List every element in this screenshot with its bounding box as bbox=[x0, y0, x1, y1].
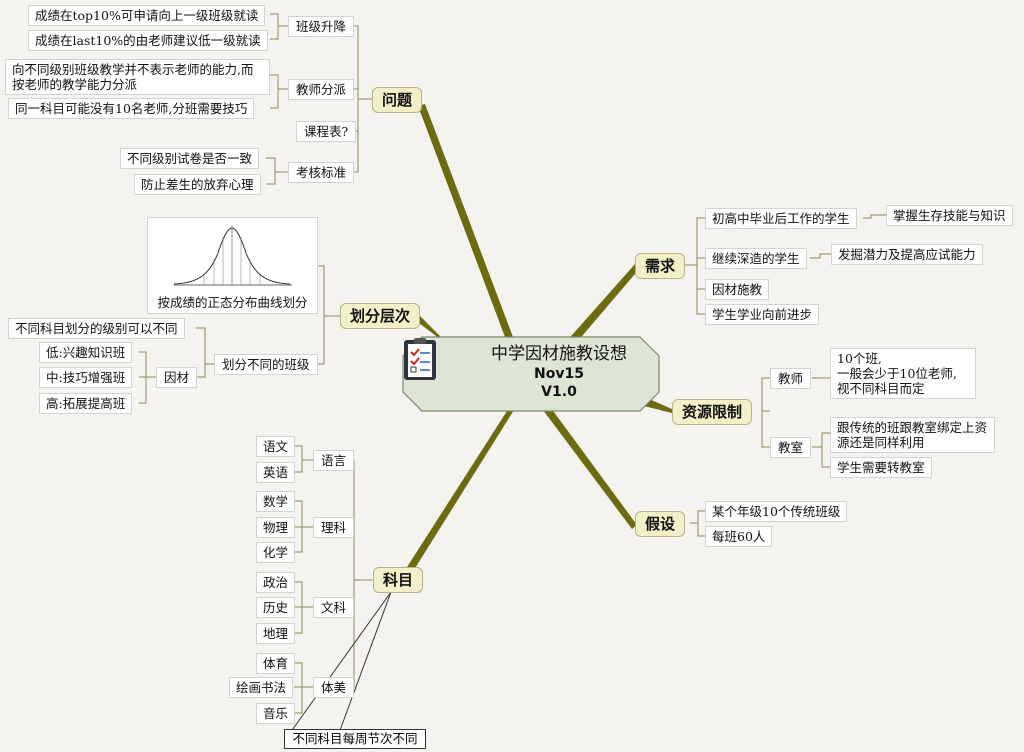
leaf-chemistry[interactable]: 化学 bbox=[256, 542, 296, 563]
branch-resources[interactable]: 资源限制 bbox=[672, 399, 753, 425]
leaf-music[interactable]: 音乐 bbox=[256, 703, 296, 724]
leaf-politics[interactable]: 政治 bbox=[256, 572, 296, 593]
topic-teachers[interactable]: 教师 bbox=[770, 368, 812, 389]
central-title: 中学因材施教设想 bbox=[491, 344, 627, 364]
central-version-date: Nov15 bbox=[534, 366, 584, 382]
trunk-needs bbox=[565, 264, 640, 349]
leaf-classroom-binding[interactable]: 跟传统的班跟教室绑定上资源还是同样利用 bbox=[830, 417, 995, 453]
leaf-teach-by-aptitude[interactable]: 因材施教 bbox=[705, 279, 770, 300]
leaf-math[interactable]: 数学 bbox=[256, 491, 296, 512]
leaf-ten-classes[interactable]: 某个年级10个传统班级 bbox=[705, 501, 848, 522]
central-topic-shape bbox=[402, 336, 660, 412]
topic-liberal-arts[interactable]: 文科 bbox=[313, 597, 355, 618]
leaf-survival-skills[interactable]: 掌握生存技能与知识 bbox=[886, 205, 1013, 226]
leaf-mid-level-class[interactable]: 中:技巧增强班 bbox=[39, 367, 133, 388]
leaf-subject-levels[interactable]: 不同科目划分的级别可以不同 bbox=[8, 318, 185, 339]
branch-needs[interactable]: 需求 bbox=[635, 253, 686, 279]
normal-curve-illustration bbox=[173, 225, 292, 286]
topic-pe-arts[interactable]: 体美 bbox=[313, 677, 355, 698]
topic-assessment[interactable]: 考核标准 bbox=[288, 162, 355, 183]
leaf-change-classrooms[interactable]: 学生需要转教室 bbox=[830, 457, 932, 478]
leaf-prevent-giving-up[interactable]: 防止差生的放弃心理 bbox=[134, 174, 261, 195]
leaf-class-size[interactable]: 每班60人 bbox=[705, 526, 773, 547]
topic-teacher-assign[interactable]: 教师分派 bbox=[288, 79, 355, 100]
leaf-teacher-count[interactable]: 同一科目可能没有10名老师,分班需要技巧 bbox=[8, 98, 255, 119]
leaf-low-level-class[interactable]: 低:兴趣知识班 bbox=[39, 342, 133, 363]
central-title-block: 中学因材施教设想 Nov15 V1.0 bbox=[464, 343, 654, 401]
leaf-history[interactable]: 历史 bbox=[256, 597, 296, 618]
leaf-exam-ability[interactable]: 发掘潜力及提高应试能力 bbox=[831, 244, 983, 265]
clipboard-checklist-icon bbox=[404, 338, 436, 380]
topic-different-classes[interactable]: 划分不同的班级 bbox=[214, 354, 318, 375]
topic-schedule[interactable]: 课程表? bbox=[296, 121, 357, 142]
leaf-teacher-constraint[interactable]: 10个班, 一般会少于10位老师, 视不同科目而定 bbox=[830, 348, 976, 399]
leaf-exam-papers[interactable]: 不同级别试卷是否一致 bbox=[120, 148, 260, 169]
leaf-physics[interactable]: 物理 bbox=[256, 517, 296, 538]
trunk-assumption bbox=[540, 404, 637, 529]
leaf-painting-calligraphy[interactable]: 绘画书法 bbox=[229, 677, 294, 698]
leaf-top10-upgrade[interactable]: 成绩在top10%可申请向上一级班级就读 bbox=[28, 5, 266, 26]
leaf-further-study[interactable]: 继续深造的学生 bbox=[705, 248, 807, 269]
central-topic[interactable]: 中学因材施教设想 Nov15 V1.0 bbox=[402, 336, 660, 412]
topic-yincai[interactable]: 因材 bbox=[156, 367, 198, 388]
branch-problem[interactable]: 问题 bbox=[372, 87, 423, 113]
trunk-subjects bbox=[400, 410, 514, 581]
leaf-teacher-ability[interactable]: 向不同级别班级教学并不表示老师的能力,而按老师的教学能力分派 bbox=[5, 59, 270, 95]
central-version: V1.0 bbox=[541, 384, 577, 400]
topic-classrooms[interactable]: 教室 bbox=[770, 437, 812, 458]
leaf-high-level-class[interactable]: 高:拓展提高班 bbox=[39, 393, 133, 414]
leaf-chinese[interactable]: 语文 bbox=[256, 436, 296, 457]
curve-caption: 按成绩的正态分布曲线划分 bbox=[157, 295, 308, 310]
leaf-pe[interactable]: 体育 bbox=[256, 653, 296, 674]
branch-assumption[interactable]: 假设 bbox=[635, 511, 686, 537]
leaf-academic-progress[interactable]: 学生学业向前进步 bbox=[705, 304, 820, 325]
leaf-working-students[interactable]: 初高中毕业后工作的学生 bbox=[705, 208, 857, 229]
leaf-english[interactable]: 英语 bbox=[256, 462, 296, 483]
topic-grade-change[interactable]: 班级升降 bbox=[288, 16, 355, 37]
callout-note-weekly-periods[interactable]: 不同科目每周节次不同 bbox=[284, 729, 426, 749]
normal-distribution-image[interactable]: 按成绩的正态分布曲线划分 bbox=[147, 217, 318, 314]
topic-language[interactable]: 语言 bbox=[313, 450, 355, 471]
branch-layering[interactable]: 划分层次 bbox=[340, 303, 421, 329]
topic-science[interactable]: 理科 bbox=[313, 517, 355, 538]
branch-subjects[interactable]: 科目 bbox=[373, 567, 424, 593]
leaf-geography[interactable]: 地理 bbox=[256, 623, 296, 644]
trunk-problem bbox=[418, 104, 513, 337]
leaf-last10-downgrade[interactable]: 成绩在last10%的由老师建议低一级就读 bbox=[28, 30, 268, 51]
